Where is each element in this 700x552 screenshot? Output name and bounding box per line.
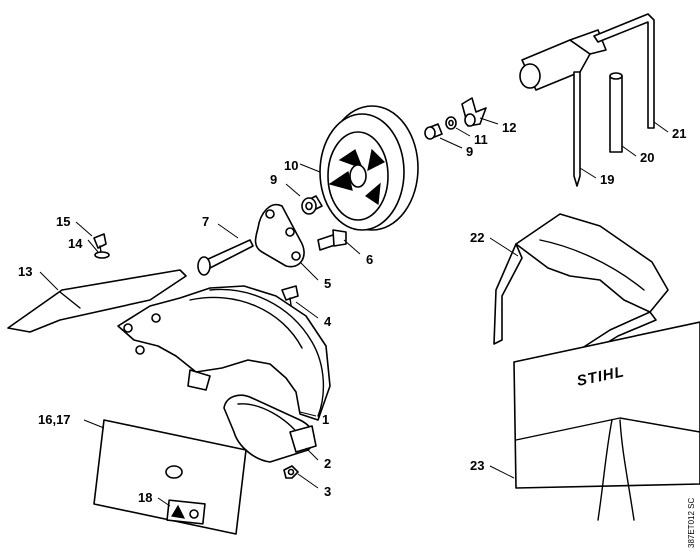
callout-18: 18 — [138, 490, 152, 505]
decal-plate-part — [93, 419, 247, 535]
bolt-part — [317, 229, 347, 251]
spacer-lower-part — [301, 195, 323, 215]
callout-13: 13 — [18, 264, 32, 279]
safety-glasses-part — [493, 213, 669, 379]
callout-6: 6 — [366, 252, 373, 267]
pouch-part: STIHL — [513, 321, 700, 521]
callout-3: 3 — [324, 484, 331, 499]
callout-9-lower: 9 — [270, 172, 277, 187]
callout-15: 15 — [56, 214, 70, 229]
deflector-part — [7, 269, 187, 333]
callout-7: 7 — [202, 214, 209, 229]
nut-part — [283, 465, 299, 479]
drawing-code: 387ET012 SC — [687, 498, 696, 548]
callout-labels: 1 2 3 4 5 6 7 9 10 9 11 12 13 14 15 16,1… — [18, 120, 686, 505]
callout-19: 19 — [600, 172, 614, 187]
wheel-part — [319, 105, 419, 231]
washer-part — [445, 116, 457, 130]
bracket-plate-part — [254, 203, 305, 268]
callout-12: 12 — [502, 120, 516, 135]
spacer-upper-part — [424, 123, 443, 140]
l-key-part — [593, 13, 655, 129]
callout-21: 21 — [672, 126, 686, 141]
callout-4: 4 — [324, 314, 332, 329]
callout-14: 14 — [68, 236, 83, 251]
long-bolt-part — [197, 239, 254, 276]
callout-20: 20 — [640, 150, 654, 165]
combination-wrench-part — [519, 29, 607, 187]
leader-lines — [39, 117, 669, 507]
callout-2: 2 — [324, 456, 331, 471]
screw-15-part — [93, 233, 107, 253]
callout-22: 22 — [470, 230, 484, 245]
warning-label-part — [166, 499, 206, 525]
callout-9-upper: 9 — [466, 144, 473, 159]
wing-nut-part — [461, 97, 487, 127]
callout-1: 1 — [322, 412, 329, 427]
callout-23: 23 — [470, 458, 484, 473]
callout-10: 10 — [284, 158, 298, 173]
rod-part — [609, 72, 623, 153]
washer-14-part — [94, 251, 110, 259]
callout-16-17: 16,17 — [38, 412, 71, 427]
guard-housing-part — [117, 285, 331, 421]
callout-11: 11 — [474, 132, 488, 147]
callout-5: 5 — [324, 276, 331, 291]
clamp-part — [223, 394, 317, 463]
screw-4-part — [281, 285, 299, 313]
